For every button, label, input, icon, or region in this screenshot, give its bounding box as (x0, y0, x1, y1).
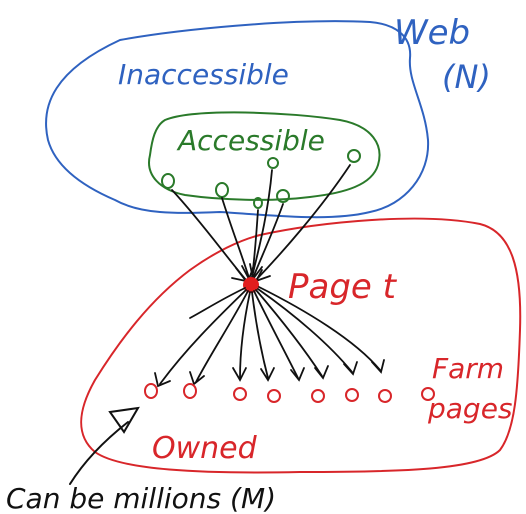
accessible-node (267, 157, 279, 169)
owned-region-outline (80, 217, 522, 474)
link-arrow (252, 203, 284, 279)
accessible-node (253, 197, 263, 209)
accessible-node (347, 149, 361, 163)
farm-node (378, 389, 392, 403)
farm-pages (144, 383, 435, 403)
accessible-node (215, 182, 229, 198)
farm-node (233, 387, 247, 401)
owned-label: Owned (152, 431, 258, 466)
farm-node (345, 388, 359, 402)
link-arrow (221, 197, 250, 279)
accessible-node (276, 189, 290, 203)
farm-node (183, 383, 197, 399)
caption-arrow (69, 406, 140, 485)
link-arrow (159, 289, 247, 385)
farm-pages-label: pages (427, 392, 513, 425)
arrowhead (314, 365, 329, 380)
accessible-label: Accessible (176, 124, 325, 157)
inaccessible-region-outline (45, 20, 430, 219)
accessible-region-outline (148, 111, 381, 201)
links-from-target (154, 286, 385, 388)
arrowhead (232, 367, 247, 382)
page-t-label: Page t (288, 267, 398, 307)
link-arrow (251, 291, 269, 379)
farm-label: Farm (432, 352, 504, 385)
link-arrow (255, 289, 323, 377)
link-arrow (258, 286, 381, 371)
caption-label: Can be millions (M) (6, 482, 276, 514)
arrowhead (290, 367, 305, 382)
link-arrow (253, 290, 299, 379)
link-arrow (257, 288, 353, 373)
link-arrow (255, 164, 351, 281)
farm-node (421, 387, 435, 401)
link-arrow (239, 291, 251, 379)
accessible-node (161, 173, 175, 189)
accessible-pages (161, 149, 361, 209)
farm-node (311, 389, 325, 403)
arrowhead (260, 367, 275, 382)
link-arrow (251, 169, 273, 278)
arrowhead (343, 361, 358, 376)
arrowhead (189, 371, 205, 386)
caption-arrowhead (108, 406, 140, 434)
arrowhead (371, 359, 385, 374)
link-arrow (189, 287, 246, 319)
inaccessible-label: Inaccessible (118, 58, 289, 91)
farm-node (267, 389, 281, 403)
web-label: Web (394, 13, 470, 53)
link-arrow (195, 290, 249, 383)
caption-arrow-line (69, 421, 129, 485)
target-page-node (243, 277, 259, 293)
web-count-label: (N) (442, 58, 491, 96)
farm-node (144, 383, 158, 399)
arrowhead (154, 372, 171, 388)
